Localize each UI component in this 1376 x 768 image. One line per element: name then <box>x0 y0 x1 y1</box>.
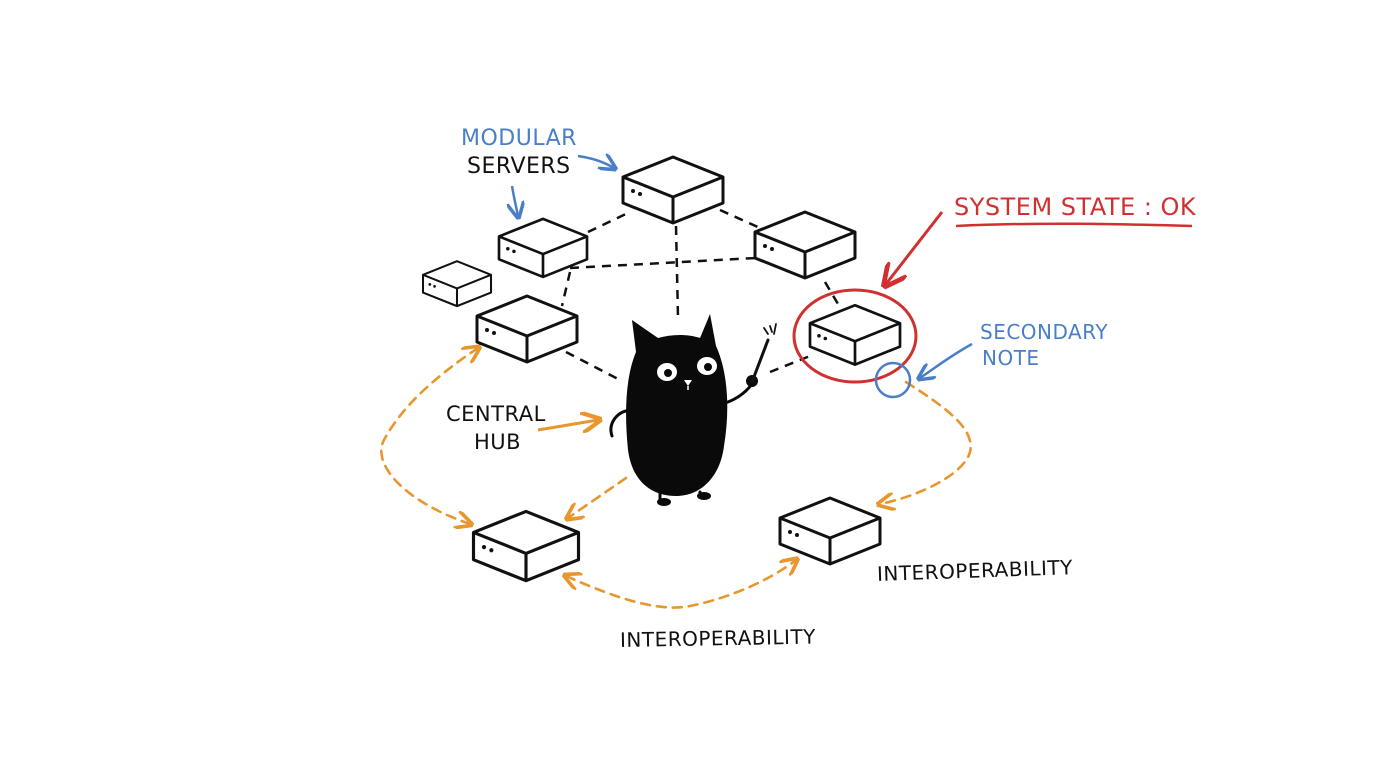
server-upper-right <box>753 210 857 280</box>
secondary-note-arrow <box>920 342 973 378</box>
central-label: CENTRAL <box>446 402 546 426</box>
interoperability-arrows <box>380 348 972 609</box>
secondary-note-circle <box>874 361 912 399</box>
server-top <box>621 155 725 225</box>
note-label: NOTE <box>982 346 1040 370</box>
server-small-left <box>421 260 493 308</box>
system-state-label: SYSTEM STATE : OK <box>954 193 1197 221</box>
modular-label: MODULAR <box>461 126 577 151</box>
central-hub-arrow <box>537 420 598 430</box>
status-highlight-circle <box>792 288 918 384</box>
server-highlighted <box>808 303 902 366</box>
modular-servers-arrow-down <box>512 185 518 216</box>
server-bottom-left <box>471 509 581 583</box>
status-arrow <box>886 211 944 284</box>
server-bottom-right <box>778 496 882 566</box>
servers-label: SERVERS <box>467 154 571 179</box>
interoperability-bottom-label: INTEROPERABILITY <box>619 624 817 652</box>
secondary-label: SECONDARY <box>980 320 1109 344</box>
pointer-stick-icon <box>746 323 777 387</box>
hub-label: HUB <box>474 430 522 454</box>
black-cat-icon <box>609 314 754 506</box>
system-state-underline <box>955 222 1193 228</box>
modular-servers-arrow-right <box>577 156 614 168</box>
